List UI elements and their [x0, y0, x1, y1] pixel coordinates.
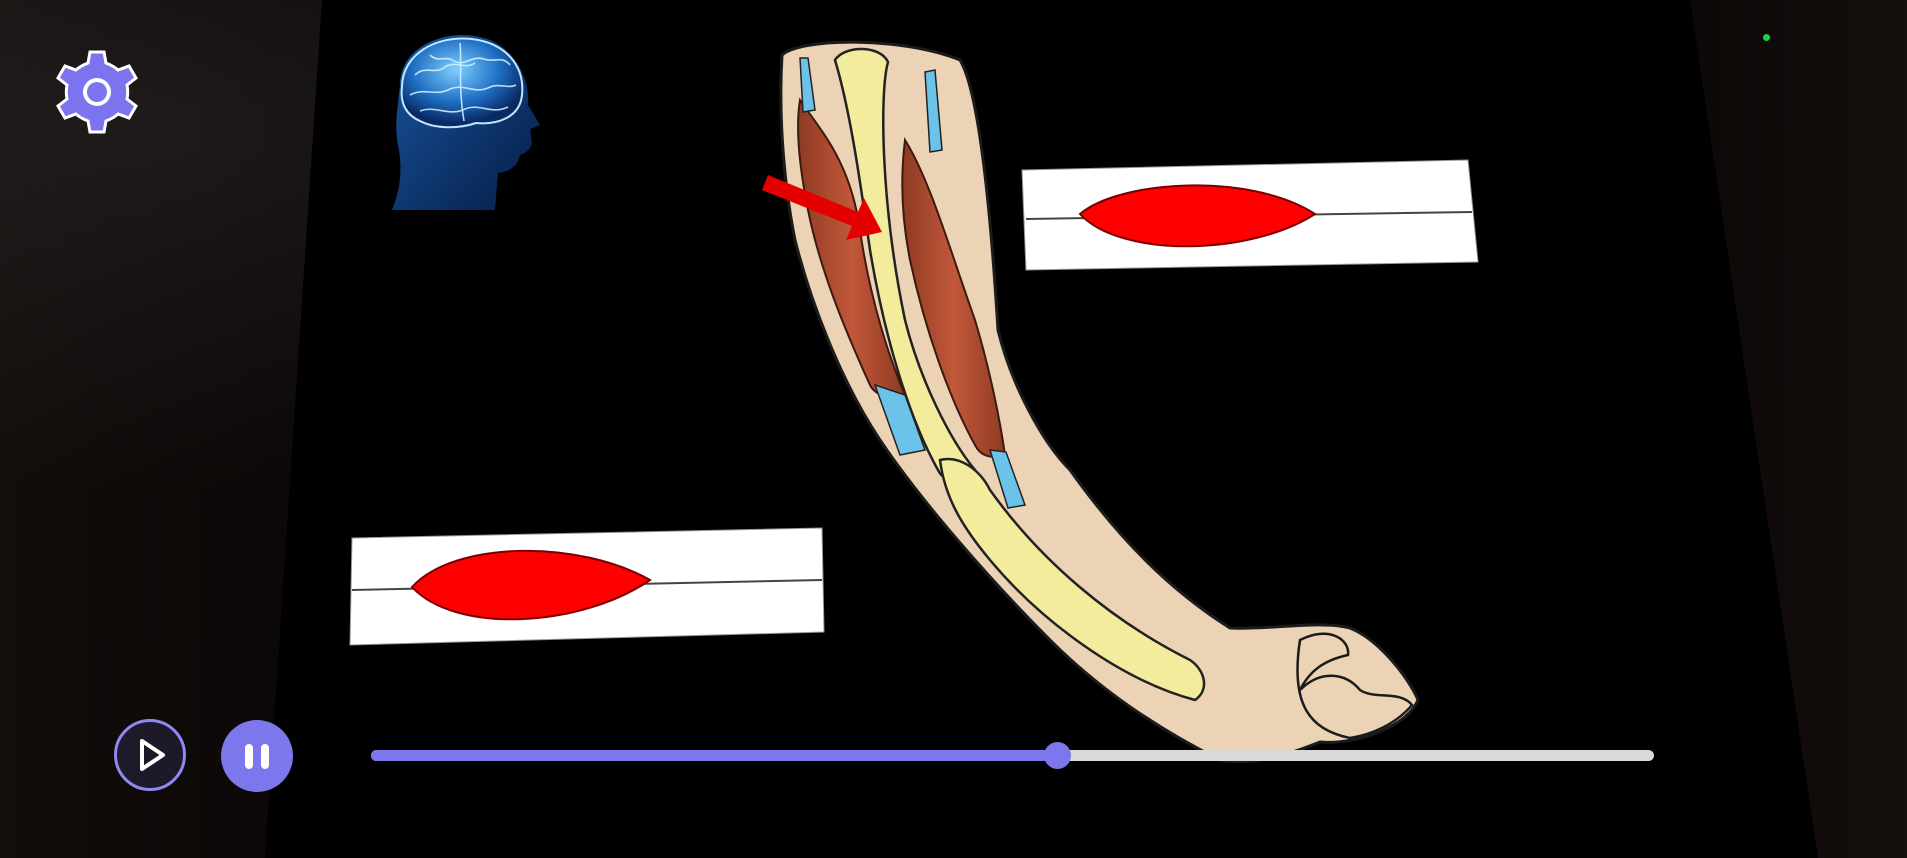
gear-icon [56, 50, 138, 134]
forearm-bones [938, 457, 1206, 702]
settings-button[interactable] [52, 47, 142, 137]
triceps-muscle [901, 137, 1007, 458]
brain-head-icon [392, 35, 540, 211]
upper-muscle-shape [1078, 184, 1317, 248]
status-indicator [1763, 34, 1770, 41]
lower-muscle-indicator [349, 527, 825, 646]
brain-view-button[interactable] [380, 25, 545, 211]
brain-shape [400, 37, 524, 129]
timeline-slider-thumb[interactable] [1044, 742, 1072, 769]
lower-muscle-shape [410, 549, 652, 621]
red-pointer-arrow [762, 175, 882, 240]
timeline-progress-fill [371, 750, 1058, 761]
arm-illustration [779, 40, 1420, 764]
play-icon [140, 739, 165, 771]
hand-fingers [1296, 632, 1414, 740]
upper-muscle-indicator [1021, 159, 1479, 271]
pause-icon-bar [261, 744, 269, 769]
tendon-lower [988, 449, 1027, 509]
play-button[interactable] [114, 719, 186, 791]
tendon-top-right [924, 69, 943, 153]
pause-icon [245, 744, 253, 769]
pause-button[interactable] [221, 720, 293, 792]
timeline-slider[interactable] [371, 742, 1654, 769]
tendon-mid [873, 383, 927, 456]
tendon-top-left [799, 57, 816, 113]
